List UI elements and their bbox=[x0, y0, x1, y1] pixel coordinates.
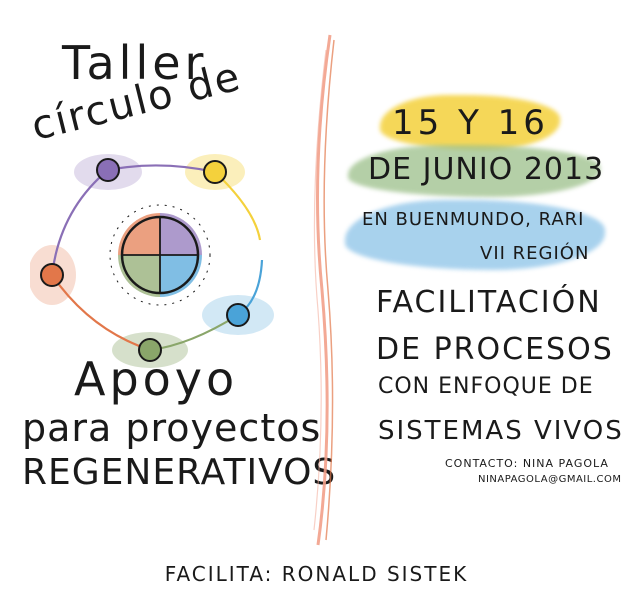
topic-line1: FACILITACIÓN bbox=[376, 285, 602, 320]
title-taller: Taller bbox=[62, 36, 208, 90]
location-line1: EN BUENMUNDO, RARI bbox=[362, 209, 585, 230]
date-month-wash bbox=[348, 145, 600, 197]
divider-brush-strokes bbox=[313, 34, 335, 546]
title-regenerativos: REGENERATIVOS bbox=[22, 452, 337, 493]
date-month: DE JUNIO 2013 bbox=[368, 152, 605, 187]
topic-line2: DE PROCESOS bbox=[376, 332, 614, 367]
facilitator-credit: FACILITA: RONALD SISTEK bbox=[164, 562, 469, 586]
title-apoyo: Apoyo bbox=[74, 352, 239, 406]
contact-name: CONTACTO: NINA PAGOLA bbox=[445, 457, 609, 470]
topic-line3: CON ENFOQUE DE bbox=[378, 374, 594, 399]
title-para-proyectos: para proyectos bbox=[22, 406, 322, 450]
date-days-wash bbox=[380, 95, 560, 150]
topic-line4: SISTEMAS VIVOS bbox=[378, 416, 624, 446]
support-circle-illustration bbox=[30, 154, 274, 368]
date-days: 15 Y 16 bbox=[392, 103, 549, 143]
location-line2: VII REGIÓN bbox=[480, 243, 590, 264]
location-wash bbox=[345, 200, 605, 270]
contact-email: NINAPAGOLA@GMAIL.COM bbox=[478, 474, 622, 485]
